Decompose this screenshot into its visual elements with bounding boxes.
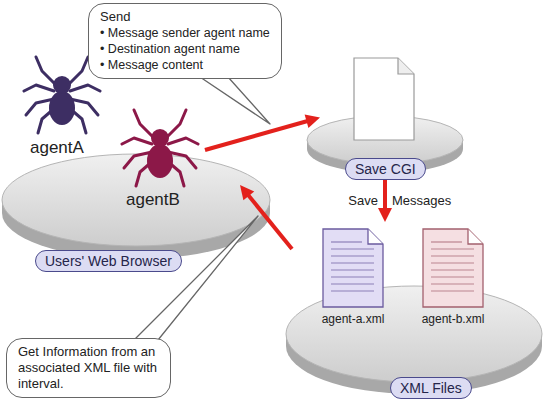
text-line (431, 283, 474, 284)
document-icon (422, 228, 484, 308)
text-line (431, 290, 474, 291)
text-line (431, 269, 474, 270)
file-name: agent-a.xml (313, 312, 393, 326)
file-name: agent-b.xml (413, 312, 493, 326)
page-fold (368, 229, 383, 244)
platform-node: Save CGI (320, 55, 450, 180)
callout-tail (200, 77, 270, 124)
callout-line: • Destination agent name (100, 41, 270, 57)
agent-name: agentB (126, 190, 180, 210)
flow-arrow (378, 180, 392, 222)
callout-tail (134, 216, 258, 340)
page-fold (468, 229, 483, 244)
callout-bubble: Send• Message sender agent name• Destina… (88, 3, 282, 79)
cgi-document (354, 58, 414, 140)
document-page (323, 229, 383, 307)
callout-line: • Message sender agent name (100, 25, 270, 41)
arrow-label: Save (348, 193, 378, 208)
callout-heading: Send (100, 9, 270, 25)
arrow-shaft (247, 194, 292, 249)
text-line (431, 276, 474, 277)
platform-label: XML Files (390, 377, 472, 399)
agent-spider (122, 110, 198, 186)
platform-label: Save CGI (345, 158, 426, 180)
text-line (431, 248, 474, 249)
xml-file: agent-a.xml (313, 228, 393, 326)
document-icon (322, 228, 384, 308)
page-fold (398, 58, 414, 74)
arrow-label: Messages (392, 193, 451, 208)
text-line (331, 262, 374, 263)
platform-node: Users' Web Browser (0, 150, 240, 290)
platform-label: Users' Web Browser (35, 250, 182, 272)
arrow-shaft (383, 180, 387, 211)
callout-heading: Get Information from an associated XML f… (18, 344, 159, 392)
text-line (431, 255, 474, 256)
flow-arrow (240, 185, 292, 249)
flow-arrow (205, 115, 320, 150)
text-line (331, 290, 374, 291)
text-line (331, 276, 374, 277)
arrow-shaft (205, 120, 309, 150)
xml-file: agent-b.xml (413, 228, 493, 326)
text-line (331, 255, 374, 256)
text-line (431, 262, 474, 263)
text-line (331, 283, 374, 284)
platform-node: XML Files agent-a.xml agent-b.xml (292, 222, 542, 402)
text-line (331, 241, 362, 242)
document-page (423, 229, 483, 307)
agent-name: agentA (30, 138, 84, 158)
callout-bubble: Get Information from an associated XML f… (6, 338, 171, 398)
text-line (331, 269, 374, 270)
text-line (431, 241, 462, 242)
platform-top (2, 154, 270, 246)
callout-line: • Message content (100, 57, 270, 73)
text-line (331, 248, 374, 249)
